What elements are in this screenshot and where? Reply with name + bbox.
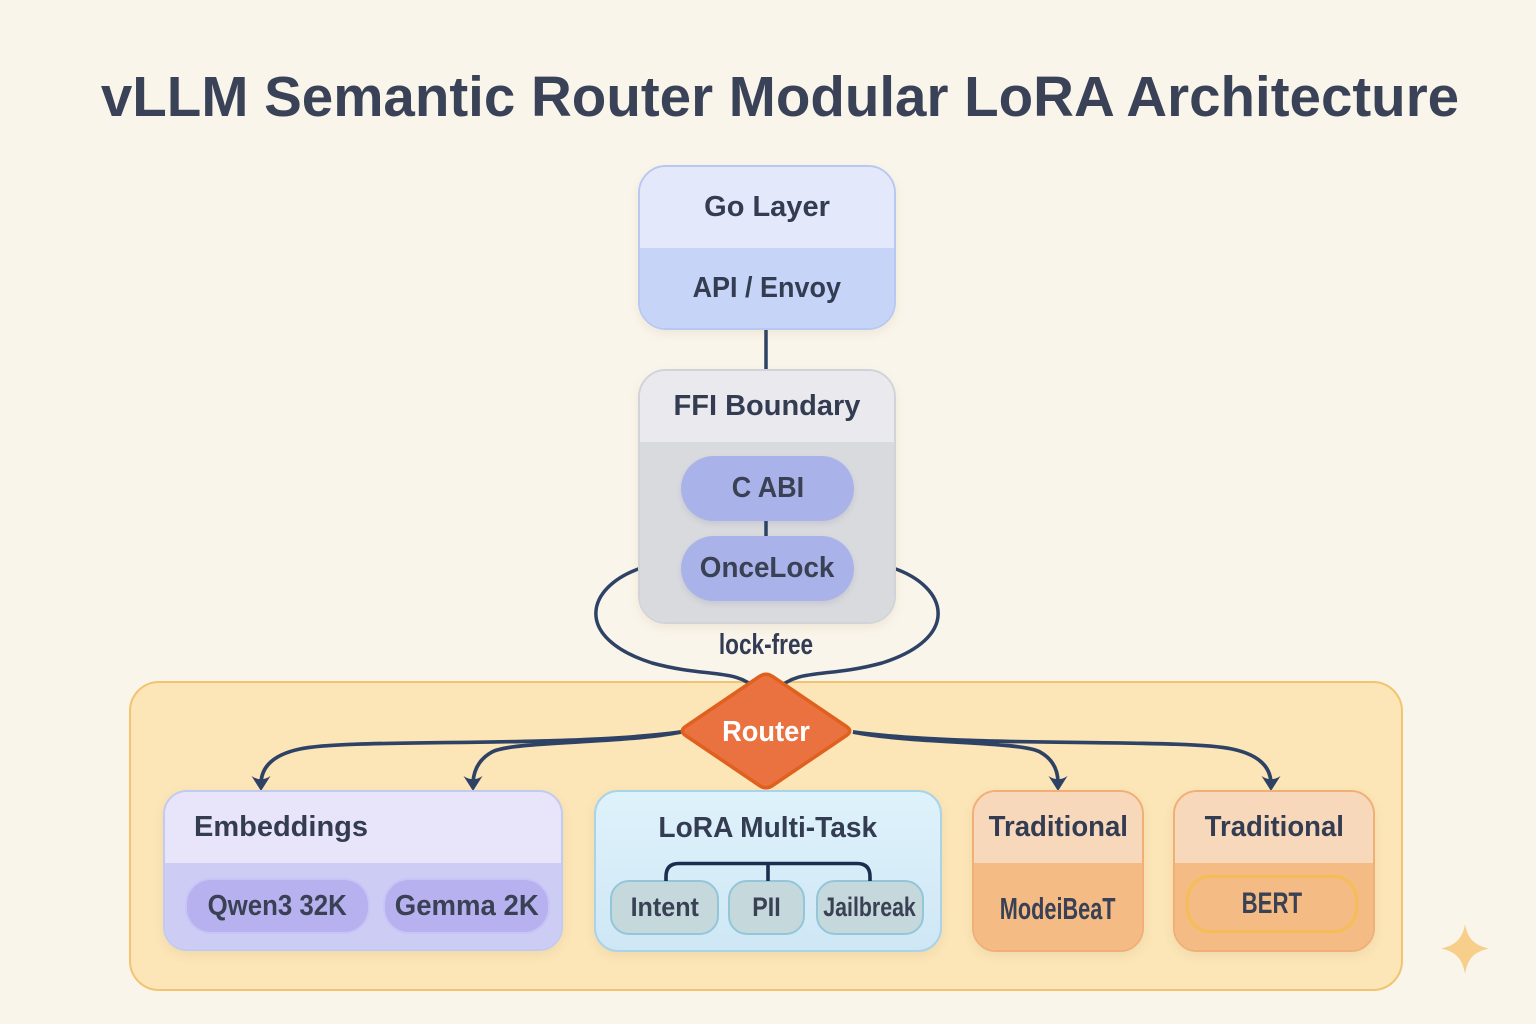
svg-text:Router: Router: [722, 715, 810, 747]
